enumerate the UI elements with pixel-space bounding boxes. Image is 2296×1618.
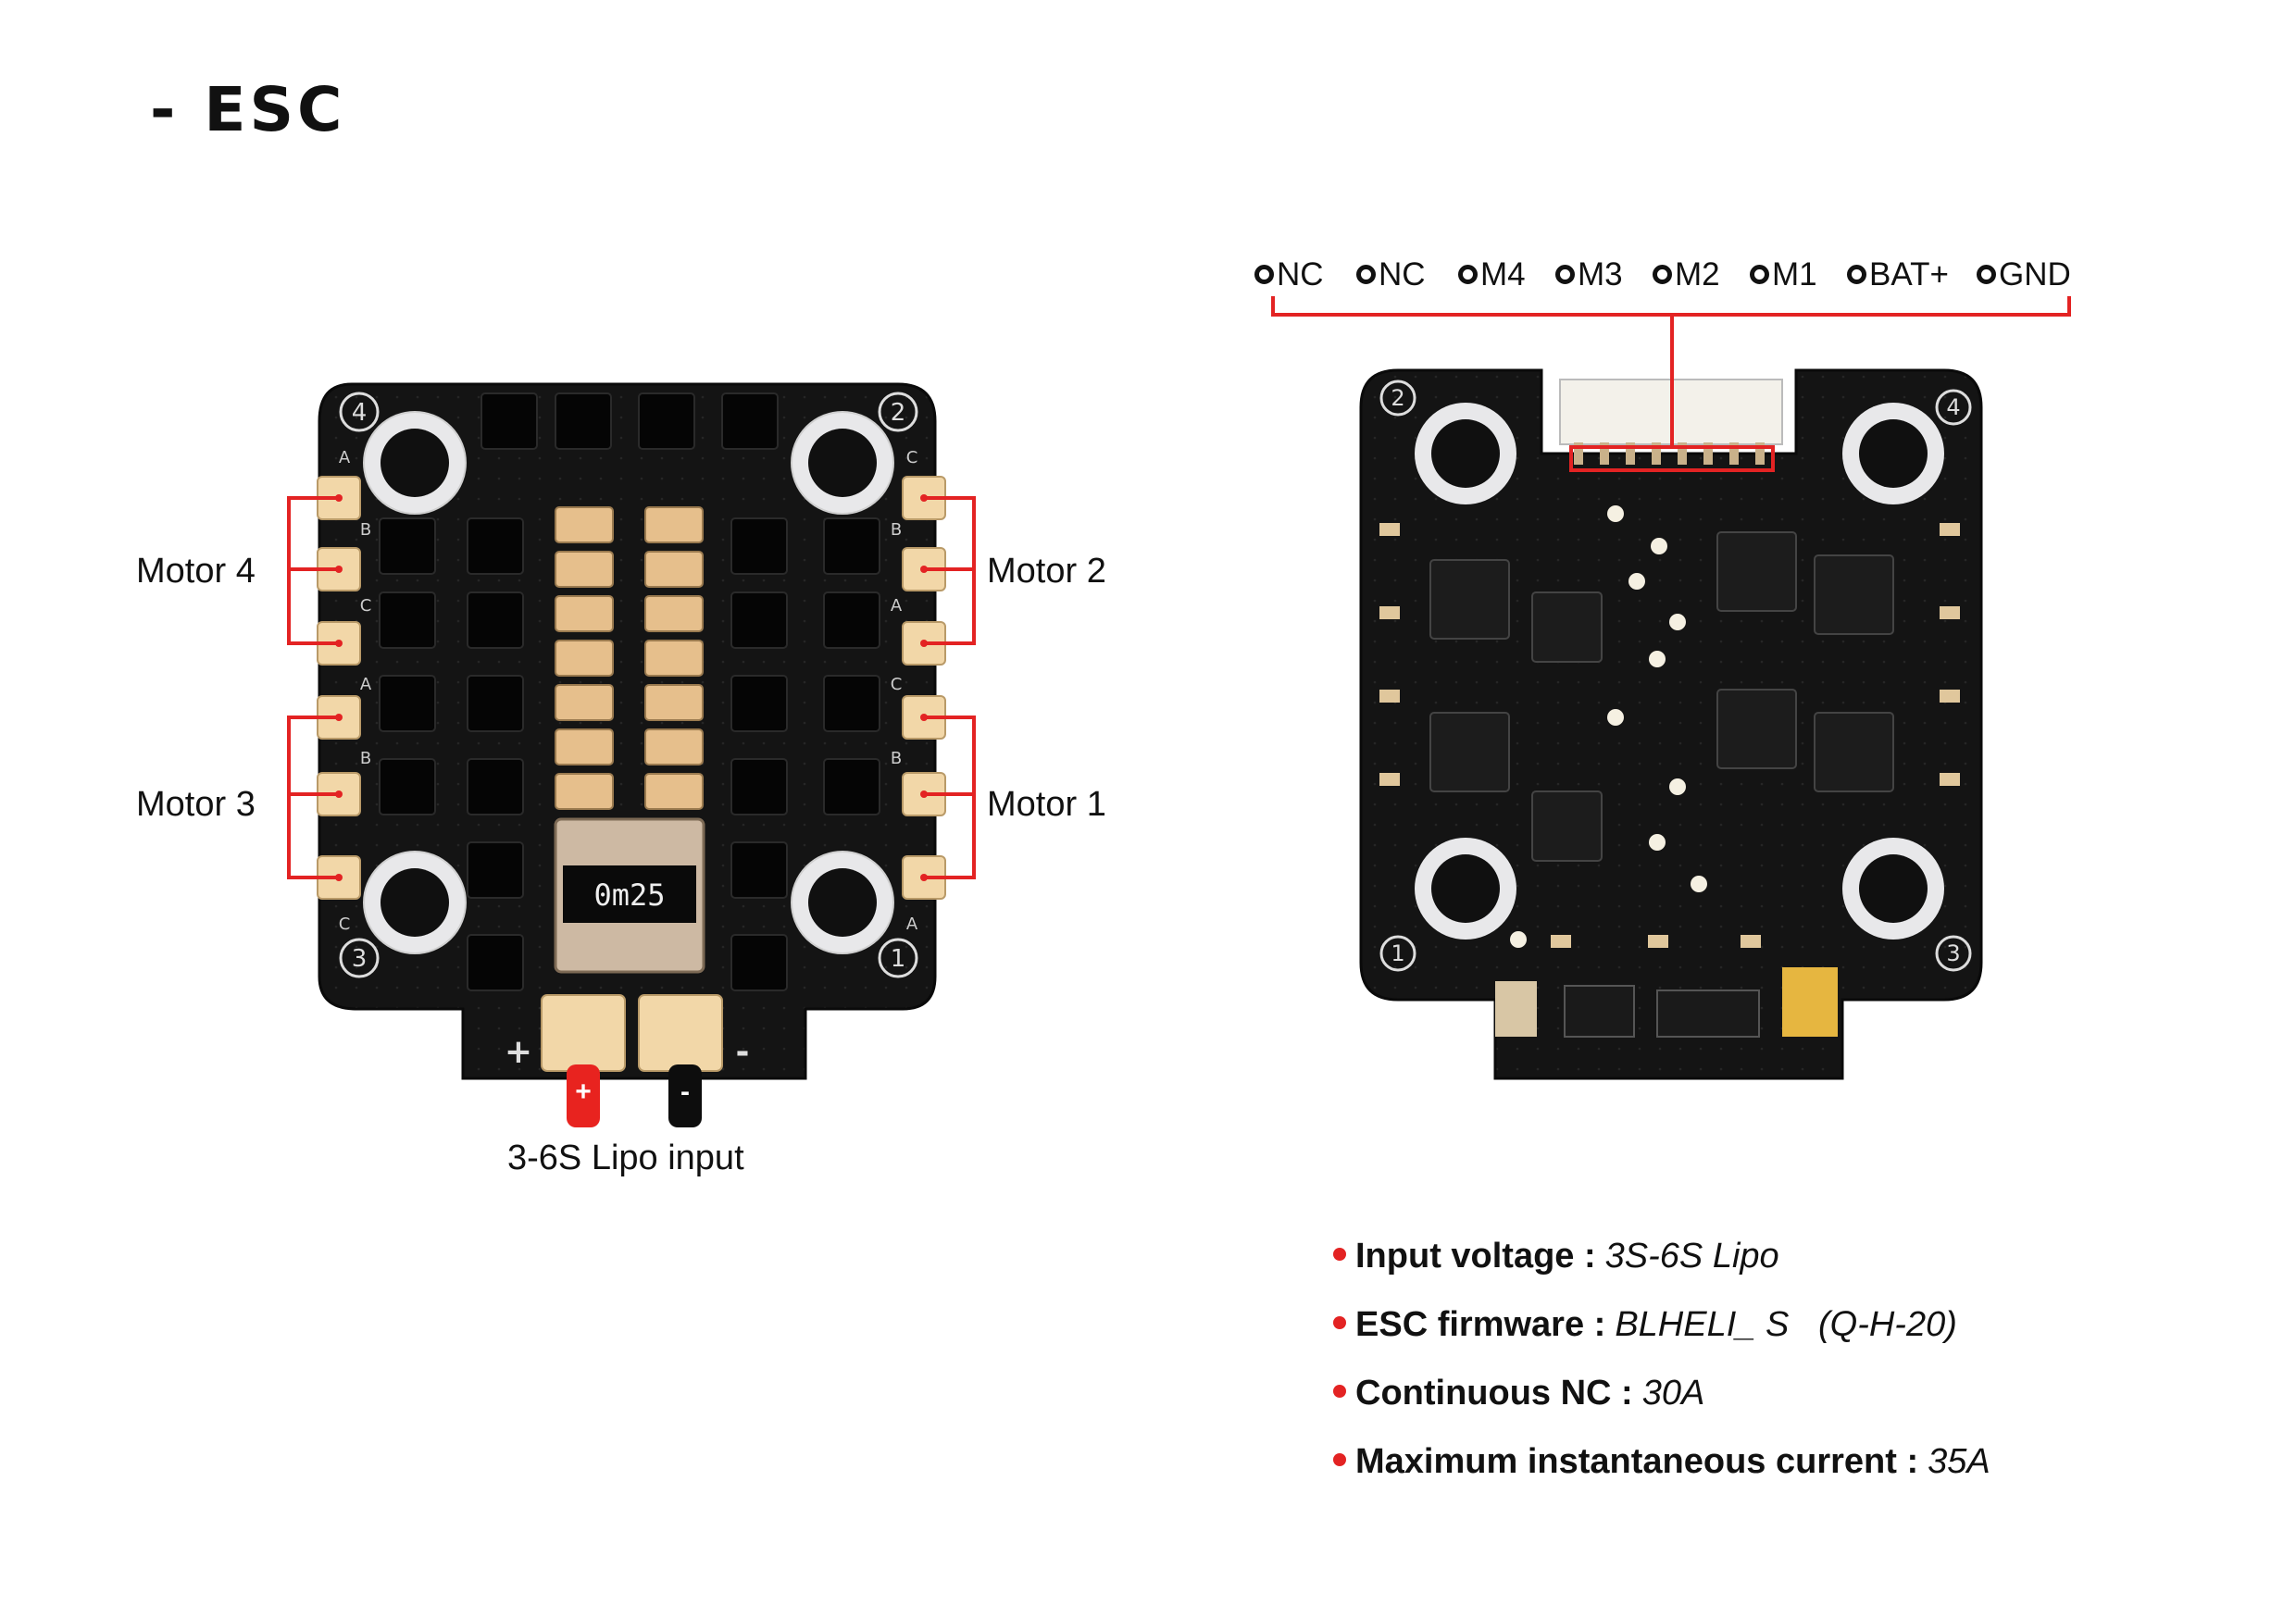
spec-list: Input voltage :3S-6S Lipo ESC firmware :…: [1333, 1222, 1990, 1496]
pin-pad-icon: [1750, 265, 1769, 285]
pin-nc-1: NC: [1254, 255, 1324, 295]
bracket-motor2: [924, 496, 976, 645]
mount-hole-1: [791, 851, 894, 954]
shunt-marking: 0m25: [593, 877, 665, 913]
pad-letter-l4: A: [360, 675, 372, 694]
bracket-motor3: [287, 716, 339, 879]
pad-letter-l2: B: [360, 520, 371, 540]
pin-labels: NC NC M4 M3 M2 M1 BAT+ GND: [1254, 255, 2071, 295]
bottom-board-outline: [1359, 368, 1983, 1080]
pin-pad-icon: [1555, 265, 1575, 285]
bracket-motor1: [924, 716, 976, 879]
bottom-mount-hole-3: [1842, 838, 1944, 940]
motor-2-label: Motor 2: [987, 552, 1106, 591]
mount-number-1: 1: [891, 945, 906, 973]
pad-letter-r2: B: [891, 520, 902, 540]
spec-esc-firmware: ESC firmware :BLHELI_ S (Q-H-20): [1333, 1290, 1990, 1359]
power-sign-plus: +: [505, 1033, 532, 1071]
pin-bat-plus: BAT+: [1847, 255, 1949, 295]
bottom-mount-number-2: 2: [1391, 385, 1404, 411]
pin-m3: M3: [1555, 255, 1623, 295]
pad-letter-l6: C: [339, 915, 351, 934]
pad-letter-l3: C: [360, 596, 372, 616]
positive-terminal: +: [567, 1064, 600, 1127]
pad-letter-r5: B: [891, 749, 902, 768]
battery-pad-minus: [638, 994, 723, 1072]
bottom-mount-hole-4: [1842, 403, 1944, 504]
pin-bracket: [1271, 296, 2071, 317]
bullet-icon: [1333, 1452, 1346, 1466]
pin-pad-icon: [1653, 265, 1672, 285]
spec-continuous-current: Continuous NC :30A: [1333, 1359, 1990, 1427]
mount-hole-4: [363, 411, 467, 515]
pad-letter-l5: B: [360, 749, 371, 768]
pin-pad-icon: [1977, 265, 1996, 285]
mount-hole-3: [363, 851, 467, 954]
bottom-mount-number-1: 1: [1391, 940, 1404, 966]
page-title: - ESC: [150, 74, 346, 145]
pad-letter-r1: C: [906, 448, 918, 467]
bottom-mount-hole-2: [1415, 403, 1516, 504]
bracket-motor4: [287, 496, 339, 645]
pin-gnd: GND: [1977, 255, 2071, 295]
pin-nc-2: NC: [1356, 255, 1426, 295]
pin-pad-icon: [1356, 265, 1376, 285]
motor-1-label: Motor 1: [987, 785, 1106, 824]
mount-number-2: 2: [891, 399, 906, 427]
pin-pad-icon: [1254, 265, 1274, 285]
motor-4-label: Motor 4: [136, 552, 256, 591]
mount-number-4: 4: [352, 399, 368, 427]
pad-letter-r6: A: [906, 915, 918, 934]
mount-number-3: 3: [352, 945, 368, 973]
pin-m2: M2: [1653, 255, 1720, 295]
bottom-mount-number-4: 4: [1946, 394, 1960, 420]
bottom-mount-hole-1: [1415, 838, 1516, 940]
spec-input-voltage: Input voltage :3S-6S Lipo: [1333, 1222, 1990, 1290]
pin-m1: M1: [1750, 255, 1817, 295]
shunt-resistor: [554, 817, 705, 974]
lipo-input-label: 3-6S Lipo input: [507, 1139, 744, 1177]
pad-letter-l1: A: [339, 448, 351, 467]
mount-hole-2: [791, 411, 894, 515]
bullet-icon: [1333, 1247, 1346, 1261]
pin-m4: M4: [1458, 255, 1526, 295]
negative-terminal: -: [668, 1064, 702, 1127]
pin-pad-icon: [1458, 265, 1478, 285]
power-sign-minus: -: [736, 1033, 750, 1071]
pad-letter-r3: A: [891, 596, 903, 616]
motor-3-label: Motor 3: [136, 785, 256, 824]
pad-letter-r4: C: [891, 675, 903, 694]
battery-pad-plus: [541, 994, 626, 1072]
bullet-icon: [1333, 1315, 1346, 1329]
pin-pad-icon: [1847, 265, 1866, 285]
bullet-icon: [1333, 1384, 1346, 1398]
bottom-mount-number-3: 3: [1946, 940, 1960, 966]
spec-max-current: Maximum instantaneous current :35A: [1333, 1427, 1990, 1496]
connector-highlight: [1569, 445, 1775, 472]
